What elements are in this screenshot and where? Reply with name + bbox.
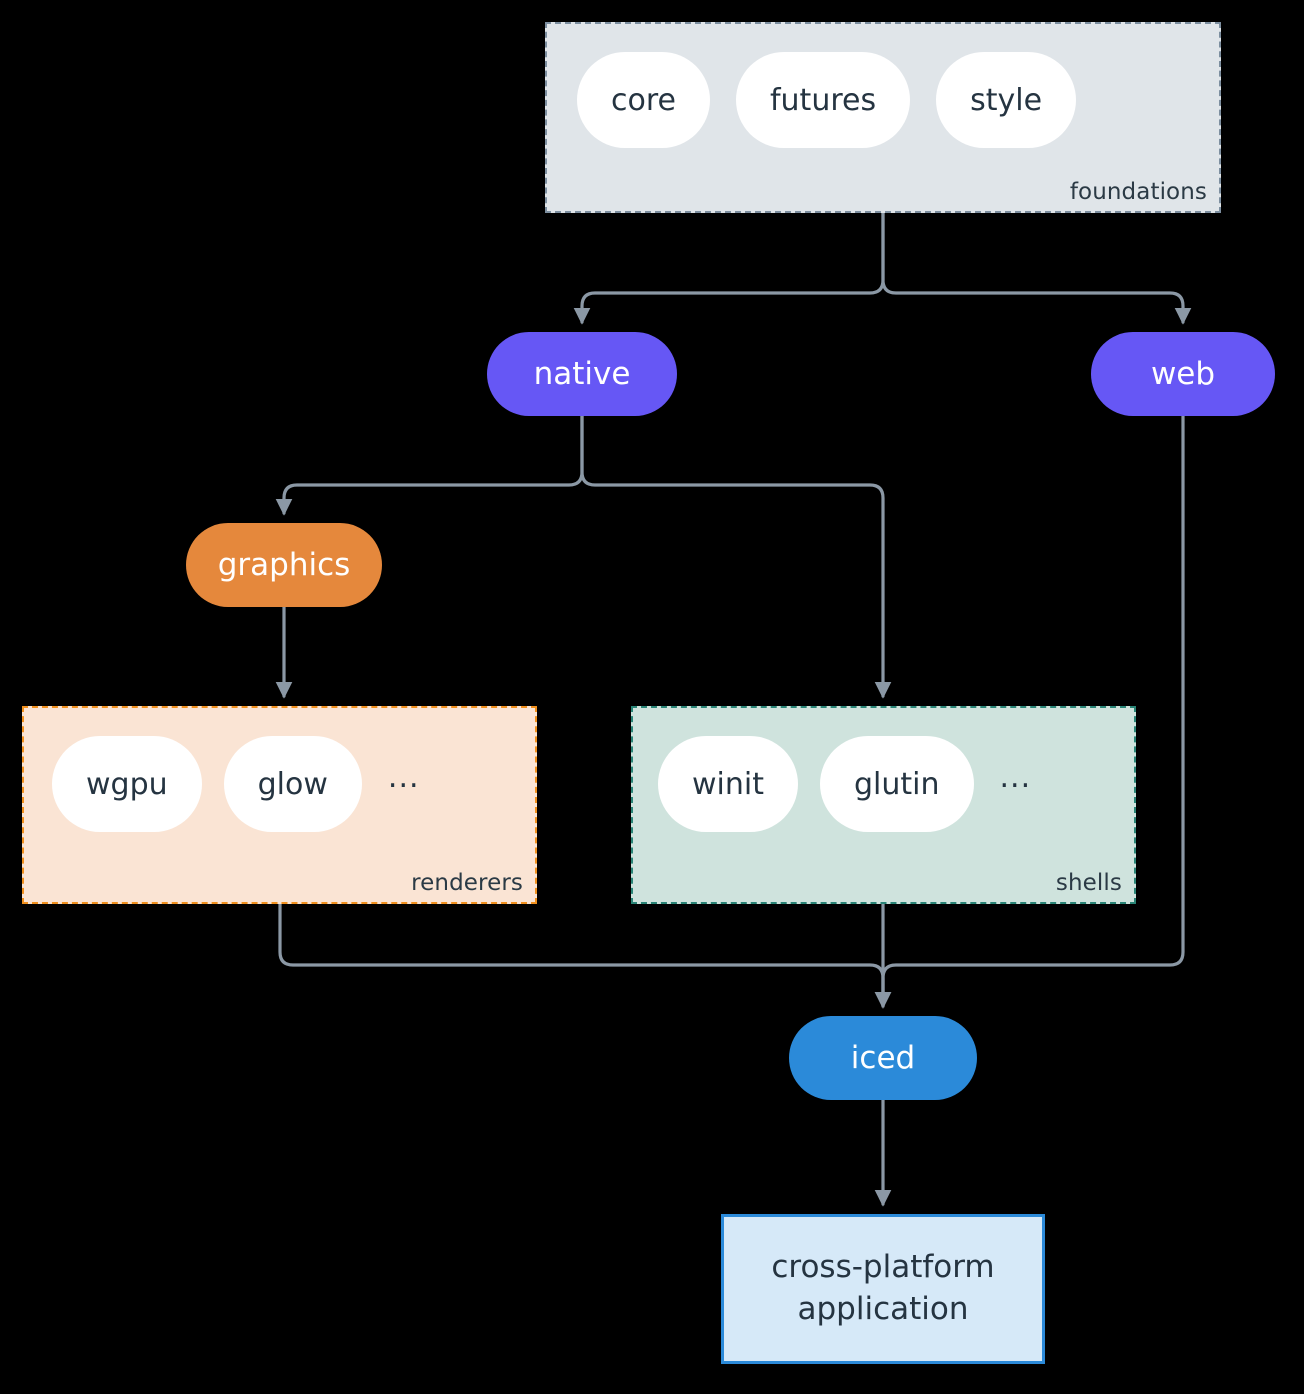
leaf-glow[interactable]: glow [223, 736, 362, 832]
node-cross-platform-application[interactable]: cross-platform application [721, 1214, 1045, 1364]
cluster-foundations-items: core futures style [577, 52, 1077, 148]
cluster-foundations-label: foundations [1069, 179, 1207, 205]
application-label-line1: cross-platform [771, 1249, 995, 1286]
node-graphics[interactable]: graphics [186, 523, 382, 607]
leaf-core[interactable]: core [577, 52, 710, 148]
cluster-renderers-items: wgpu glow ... [52, 736, 424, 832]
leaf-style[interactable]: style [936, 52, 1077, 148]
shells-ellipsis: ... [999, 759, 1032, 795]
leaf-futures[interactable]: futures [735, 52, 911, 148]
cluster-renderers-label: renderers [411, 870, 523, 896]
leaf-winit[interactable]: winit [658, 736, 798, 832]
renderers-ellipsis: ... [387, 759, 420, 795]
application-label-line2: application [797, 1291, 969, 1327]
leaf-glutin[interactable]: glutin [819, 736, 974, 832]
cluster-renderers: wgpu glow ... renderers [22, 706, 537, 904]
node-web[interactable]: web [1091, 332, 1275, 416]
node-iced[interactable]: iced [789, 1016, 977, 1100]
cluster-shells-items: winit glutin ... [658, 736, 1035, 832]
cluster-foundations: core futures style foundations [545, 22, 1221, 213]
leaf-wgpu[interactable]: wgpu [52, 736, 202, 832]
node-native[interactable]: native [487, 332, 677, 416]
cluster-shells-label: shells [1055, 870, 1122, 896]
cluster-shells: winit glutin ... shells [631, 706, 1136, 904]
